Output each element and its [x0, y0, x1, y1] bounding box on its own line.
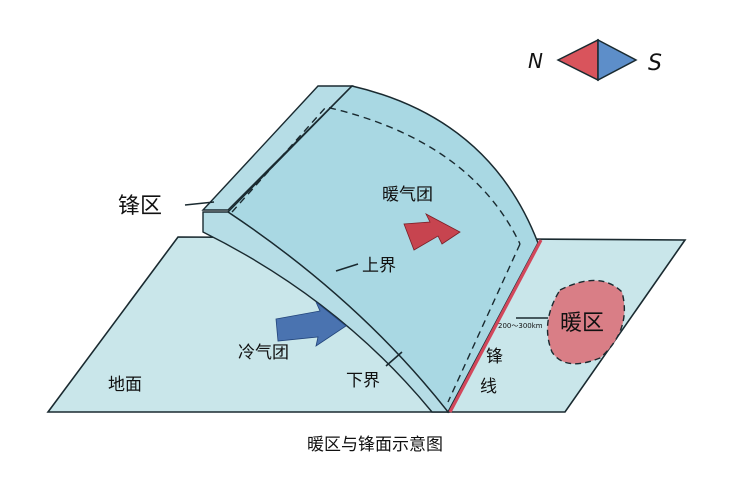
compass-north-icon — [556, 38, 599, 82]
compass-south-label: S — [648, 51, 662, 76]
ground-label: 地面 — [108, 375, 142, 395]
distance-label: 200～300km — [498, 322, 543, 330]
front-line — [448, 239, 543, 413]
upper-boundary-label: 上界 — [362, 256, 396, 276]
cold-air-arrow — [275, 301, 347, 347]
compass-north-label: N — [528, 49, 543, 73]
diagram-caption: 暖区与锋面示意图 — [307, 435, 443, 455]
lower-boundary-label: 下界 — [346, 371, 380, 391]
lower-boundary-leader — [385, 351, 403, 367]
front-line-label-1: 锋 — [486, 347, 503, 367]
frontal-slab-edge — [202, 211, 450, 413]
warm-air-mass-label: 暖气团 — [382, 185, 433, 205]
compass-south-icon — [597, 38, 638, 82]
warm-zone-area — [546, 279, 626, 365]
upper-boundary-leader — [335, 263, 359, 272]
warm-zone-label: 暖区 — [560, 311, 604, 336]
upper-dashed-boundary — [231, 106, 521, 245]
cold-air-mass-label: 冷气团 — [238, 343, 289, 363]
frontal-zone-leader — [184, 201, 215, 206]
front-line-label-2: 线 — [480, 377, 497, 397]
lower-dashed-boundary — [447, 243, 521, 403]
warm-air-arrow — [403, 213, 461, 251]
frontal-zone-label: 锋区 — [118, 194, 162, 219]
